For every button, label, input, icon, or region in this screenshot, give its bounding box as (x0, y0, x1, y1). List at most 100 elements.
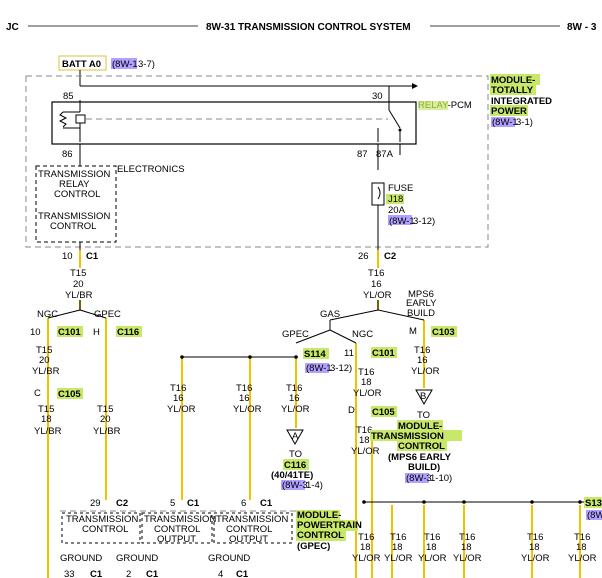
ground-3: GROUND (208, 553, 250, 564)
relay-pin-87: 87 (357, 149, 368, 160)
c105-mid: D C105 (348, 405, 397, 418)
wire-branch (47, 309, 81, 319)
bottom-wire-labels: T1618YL/ORT1618YL/ORT1618YL/ORT1618YL/OR… (352, 532, 597, 564)
batt-source: BATT A0 (8W-1 3-7) (58, 55, 155, 86)
offpage-b-ref-b: 1-10) (430, 473, 452, 484)
fuse-ref-a: (8W-1 (389, 216, 415, 227)
pcm-func-1 (61, 512, 141, 544)
pf3-l3: OUTPUT (229, 534, 268, 545)
header-right: 8W - 3 (567, 22, 597, 33)
pcm-c1a-name: C1 (187, 498, 200, 509)
wire-branch (79, 309, 107, 319)
mptc-l2: POWERTRAIN (297, 520, 362, 531)
header-left: JC (6, 22, 19, 33)
wm-gauge: 16 (371, 279, 382, 290)
wire-branch (295, 329, 331, 344)
s13-name: S13 (585, 498, 602, 509)
wm1-color: YL/OR (167, 404, 196, 415)
wm4-gauge: 18 (361, 377, 372, 388)
splice-dot (530, 500, 534, 504)
ground-2-pin: 2 (126, 569, 131, 578)
wm3-gauge: 16 (289, 393, 300, 404)
splice-dot (578, 500, 582, 504)
c105-left: C C105 (34, 388, 83, 400)
wm2-code: T16 (236, 383, 252, 394)
pcm-func-2 (141, 512, 213, 544)
batt-label: BATT A0 (62, 59, 101, 70)
fuse-j18: FUSE J18 20A (8W-1 3-12) (371, 182, 435, 250)
wl-color: YL/BR (65, 290, 93, 301)
tip-l4: POWER (491, 106, 527, 117)
pf2-l2: CONTROL (154, 524, 200, 535)
c101-mid-pin: 11 (344, 348, 354, 359)
wm5-gauge: 16 (417, 355, 428, 366)
batt-ref-a: (8W-1 (112, 59, 138, 70)
right-splice-s13: S13 (8W (584, 497, 602, 521)
electronics-label: ELECTRONICS (117, 164, 185, 175)
bottom-wire-label: YL/OR (521, 553, 550, 564)
pf1-l1: TRANSMISSION (66, 514, 138, 525)
trc-l2: RELAY (59, 179, 90, 190)
bottom-wire-label: 18 (360, 542, 371, 553)
ground-2: GROUND (116, 553, 158, 564)
s114-ref-b: 3-12) (330, 363, 352, 374)
c2-mid-name: C2 (384, 251, 396, 262)
c101-mid: 11 C101 (344, 347, 397, 359)
pcm-grounds: GROUND GROUND GROUND 33 C1 2 C1 4 C1 (60, 553, 250, 578)
fuse-l1: FUSE (388, 183, 413, 194)
relay-pin-86: 86 (62, 149, 73, 160)
ground-1-pin: 33 (64, 569, 75, 578)
trc-l1: TRANSMISSION (38, 169, 110, 180)
c103-pin: M (409, 326, 417, 337)
relay-pcm: 85 30 RELAY-PCM (51, 83, 472, 145)
splice-dot (362, 500, 366, 504)
wm1-gauge: 16 (173, 393, 184, 404)
page-header: JC 8W-31 TRANSMISSION CONTROL SYSTEM 8W … (6, 22, 597, 33)
wire-branch (329, 329, 357, 344)
mps6-l3: BUILD (407, 308, 435, 319)
pcm-c2-name: C2 (116, 498, 128, 509)
wl1b-gauge: 18 (41, 414, 52, 425)
wire-layer (47, 250, 602, 578)
relay-pin-87a: 87A (376, 149, 394, 160)
wl-gauge: 20 (73, 279, 84, 290)
bottom-wire-label: T16 (527, 532, 543, 543)
c101-left-name: C101 (58, 327, 81, 338)
pf2-l1: TRANSMISSION (144, 514, 216, 525)
wm2-color: YL/OR (233, 404, 262, 415)
bottom-wire-label: YL/OR (418, 553, 447, 564)
tip-l3: INTEGRATED (491, 96, 552, 107)
pf2-l3: OUTPUT (157, 534, 196, 545)
wl1a-code: T15 (36, 345, 52, 356)
bottom-wire-label: T16 (459, 532, 475, 543)
tca-l1: TRANSMISSION (38, 211, 110, 222)
c116-left-pin: H (93, 327, 100, 338)
bottom-wire-label: YL/OR (352, 553, 381, 564)
c105-left-name: C105 (58, 389, 81, 400)
wire-branch (377, 309, 425, 321)
pcm-c1b-pin: 6 (241, 498, 246, 509)
c1-left-pin: 10 (62, 251, 73, 262)
s13-ref: (8W (587, 510, 602, 521)
bottom-wire-label: T16 (390, 532, 406, 543)
c105-mid-name: C105 (372, 407, 395, 418)
splice-dot (294, 355, 298, 359)
bottom-wire-label: 18 (426, 542, 437, 553)
splice-s114: S114 (8W-1 3-12) (303, 348, 352, 374)
wire-branch (329, 309, 379, 321)
ground-2-conn: C1 (146, 569, 159, 578)
offpage-b-ref-a: (8W-3 (406, 473, 432, 484)
offpage-connector-b[interactable]: B TO MODULE- TRANSMISSION CONTROL (MPS6 … (370, 389, 462, 484)
fuse-l3: 20A (388, 205, 406, 216)
bottom-wire-label: T16 (358, 532, 374, 543)
module-tip-label: MODULE- TOTALLY INTEGRATED POWER (8W-1 3… (490, 74, 552, 128)
splice-dot (422, 500, 426, 504)
offpage-connector-a[interactable]: A TO C116 (40/41TE) (8W-3 1-4) (271, 429, 323, 491)
offpage-b-l3: CONTROL (398, 441, 445, 452)
pcm-c2-pin: 29 (90, 498, 101, 509)
offpage-b-to: TO (417, 410, 430, 421)
trc-l3: CONTROL (54, 189, 100, 200)
offpage-b-l2: TRANSMISSION (371, 431, 444, 442)
wm4-color: YL/OR (353, 388, 382, 399)
wm2-gauge: 16 (239, 393, 250, 404)
